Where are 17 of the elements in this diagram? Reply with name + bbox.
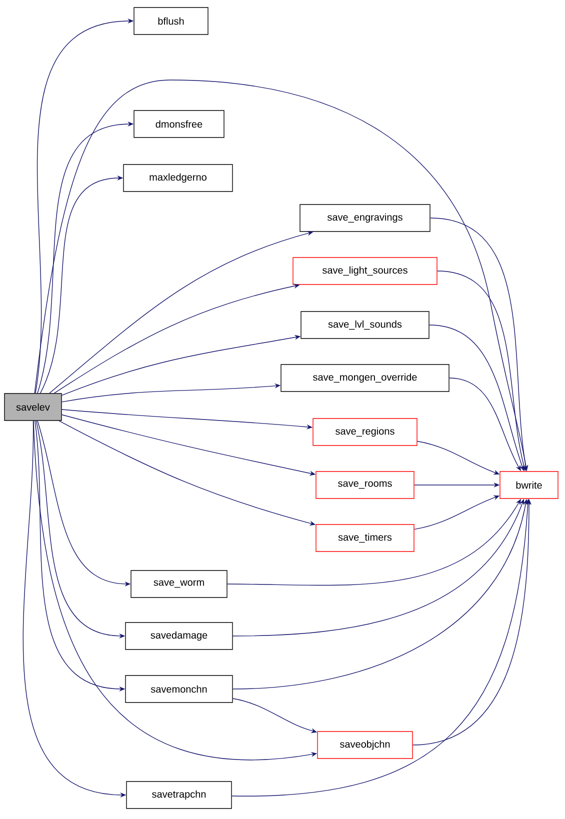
function-box: save_light_sources — [292, 257, 438, 285]
function-box: bflush — [134, 7, 208, 35]
function-box: save_engravings — [300, 204, 430, 232]
function-box: save_rooms — [316, 471, 414, 499]
function-box: savedamage — [125, 622, 233, 650]
function-box: maxledgerno — [123, 164, 233, 192]
function-box: save_mongen_override — [280, 364, 450, 392]
function-box: savemonchn — [125, 675, 233, 703]
function-box: save_regions — [312, 418, 418, 446]
function-box: save_timers — [316, 524, 414, 552]
function-box: save_worm — [130, 570, 228, 598]
function-box: saveobjchn — [317, 731, 413, 759]
function-box: dmonsfree — [134, 110, 224, 138]
function-box: bwrite — [500, 471, 558, 499]
function-box: savetrapchn — [126, 781, 232, 809]
function-box: savelev — [4, 393, 62, 421]
function-box: save_lvl_sounds — [300, 311, 430, 339]
